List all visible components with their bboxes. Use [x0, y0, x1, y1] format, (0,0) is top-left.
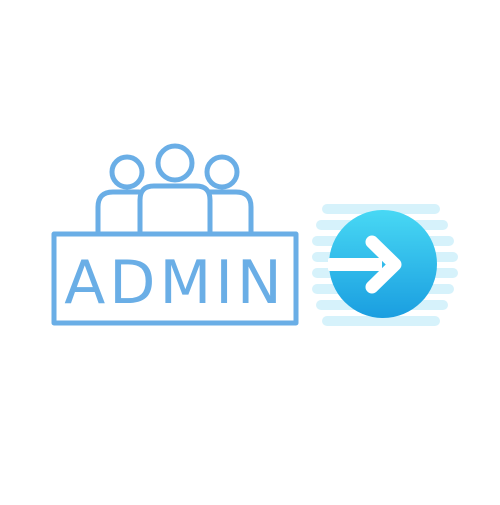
arrow-right-icon — [346, 235, 402, 294]
left-person-icon — [95, 154, 145, 235]
admin-group-icon — [51, 143, 299, 326]
login-button[interactable] — [312, 204, 458, 326]
admin-label: ADMIN — [64, 248, 286, 318]
admin-nameplate — [51, 231, 299, 326]
right-person-icon — [204, 154, 254, 235]
login-button-circle — [329, 210, 437, 318]
center-person-icon — [137, 143, 213, 235]
